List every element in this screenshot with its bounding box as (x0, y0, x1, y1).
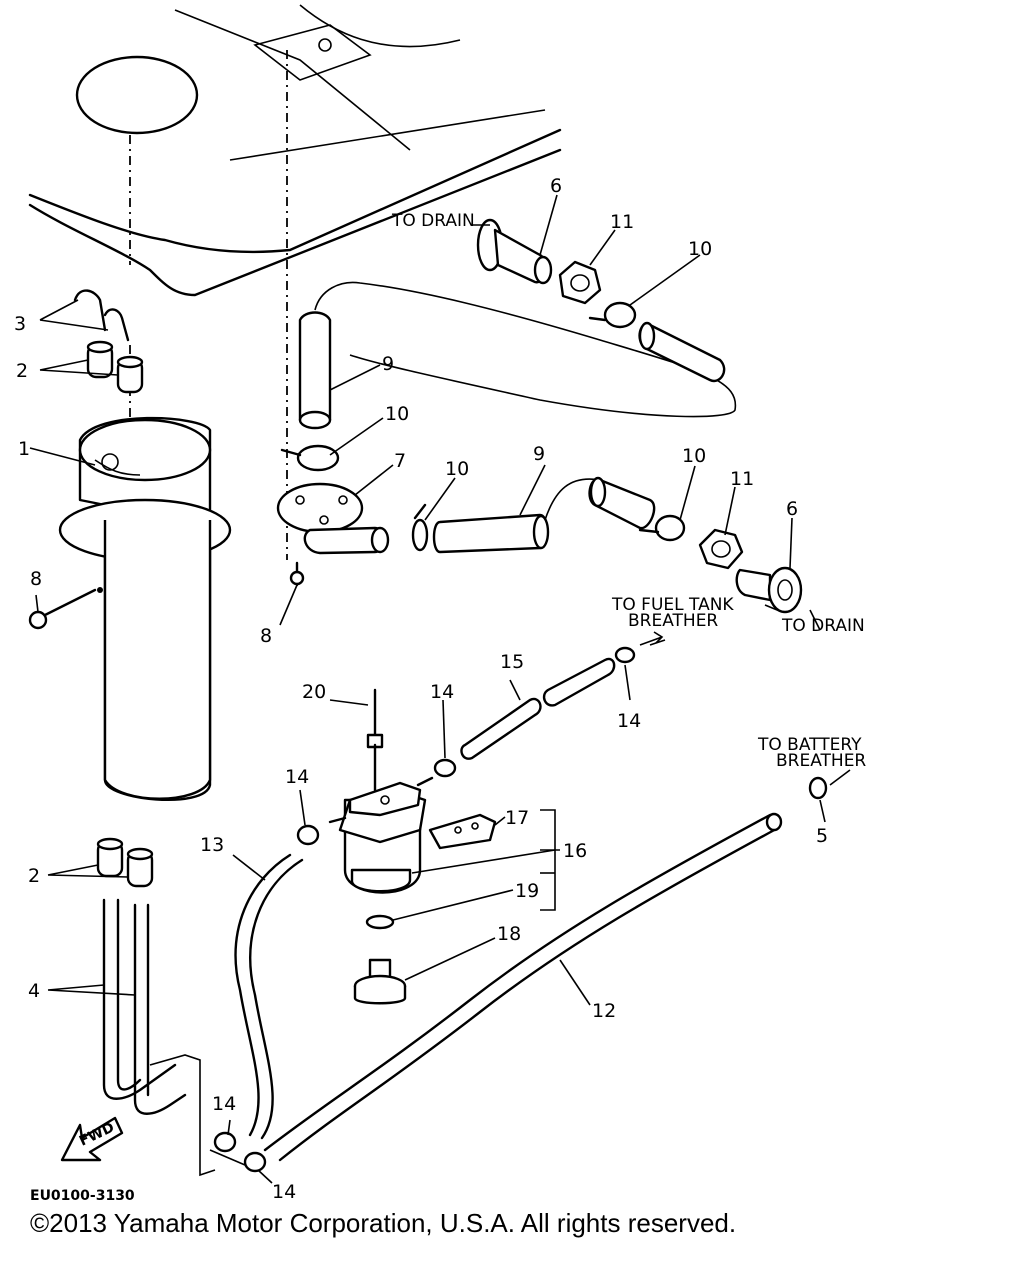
callout-1: 1 (18, 438, 30, 460)
note-fuel-tank-2: BREATHER (628, 611, 718, 631)
hull-deck-outline (28, 4, 562, 297)
callout-4: 4 (28, 980, 40, 1002)
clamp-15-b (614, 646, 636, 664)
drawing-code: EU0100-3130 (30, 1188, 135, 1200)
arrow-fuel-tank (639, 631, 664, 646)
callout-20: 20 (302, 681, 326, 703)
note-fuel-tank-1: TO FUEL TANK (611, 595, 734, 615)
long-pipes (102, 898, 216, 1177)
fuel-hose-12 (263, 812, 783, 1162)
hose-right (588, 476, 656, 530)
hose-middle (432, 513, 550, 554)
callout-13: 13 (200, 834, 224, 856)
hose-upper-vertical (298, 311, 332, 430)
outlet-pipe (303, 526, 390, 555)
elbow-pipes (73, 289, 130, 342)
drain-hose-path (314, 281, 737, 418)
diagram-canvas: FWD (14, 4, 866, 1200)
breather-cap (808, 776, 828, 800)
nut-upper (558, 260, 602, 305)
callout-9-mid: 9 (533, 443, 545, 465)
callout-16: 16 (563, 840, 587, 862)
callout-8-left: 8 (30, 568, 42, 590)
clamps-bottom (209, 1131, 267, 1173)
hose-upper-right (638, 321, 726, 383)
callout-14-a: 14 (430, 681, 454, 703)
hose-link (544, 478, 601, 521)
callout-11-top: 11 (610, 211, 634, 233)
note-to-drain-right: TO DRAIN (781, 616, 865, 636)
fuel-hose-13 (234, 853, 304, 1140)
callout-14-b: 14 (617, 710, 641, 732)
note-battery-2: BREATHER (776, 751, 866, 771)
nut-lower (698, 528, 744, 570)
fwd-arrow: FWD (60, 1116, 124, 1162)
callout-10-top: 10 (688, 238, 712, 260)
arrow-drain-right (764, 604, 783, 613)
hose-joint-top (86, 340, 144, 394)
callout-9-upper: 9 (382, 353, 394, 375)
drain-plug (353, 958, 407, 1005)
callout-14-c: 14 (285, 766, 309, 788)
note-battery-1: TO BATTERY (757, 735, 862, 755)
callout-12: 12 (592, 1000, 616, 1022)
leader-lines (29, 194, 851, 1184)
callout-14-e: 14 (272, 1181, 296, 1200)
callout-19: 19 (515, 880, 539, 902)
callout-15: 15 (500, 651, 524, 673)
mounting-plate (276, 482, 364, 534)
note-to-drain-top: TO DRAIN (391, 211, 475, 231)
drain-fitting-lower (735, 566, 803, 614)
clamp-15-a (433, 758, 457, 778)
callout-numbers: 3 2 1 8 8 2 4 9 10 7 10 9 10 11 6 6 11 1… (14, 175, 828, 1200)
clamp-filter (296, 824, 320, 846)
callout-6-top: 6 (550, 175, 562, 197)
callout-2-top: 2 (16, 360, 28, 382)
callout-8-lower: 8 (260, 625, 272, 647)
callout-3: 3 (14, 313, 26, 335)
drain-fitting-upper (476, 218, 553, 285)
text-notes: TO DRAIN TO DRAIN TO FUEL TANK BREATHER … (30, 211, 866, 1200)
callout-6-right: 6 (786, 498, 798, 520)
fuel-filter (328, 776, 434, 894)
callout-10-upper: 10 (385, 403, 409, 425)
filter-bracket (428, 813, 497, 850)
o-ring (365, 914, 395, 930)
callout-14-d: 14 (212, 1093, 236, 1115)
hose-clamp-d (588, 301, 637, 329)
breather-hose (460, 657, 616, 760)
hose-clamp-c (638, 514, 686, 542)
callout-2-bottom: 2 (28, 865, 40, 887)
callout-10-right: 10 (682, 445, 706, 467)
callout-10-mid: 10 (445, 458, 469, 480)
hose-clamp-a (280, 444, 340, 472)
callout-5: 5 (816, 825, 828, 847)
callout-17: 17 (505, 807, 529, 829)
screw-lower (289, 561, 305, 587)
water-separator-tank (58, 416, 232, 801)
hose-joint-bottom (96, 837, 154, 888)
callout-7: 7 (394, 450, 406, 472)
screw-left (28, 588, 97, 630)
copyright-notice: ©2013 Yamaha Motor Corporation, U.S.A. A… (30, 1208, 737, 1238)
air-vent-screw (366, 688, 384, 792)
hose-clamp-b (411, 503, 429, 552)
callout-11-right: 11 (730, 468, 754, 490)
callout-18: 18 (497, 923, 521, 945)
